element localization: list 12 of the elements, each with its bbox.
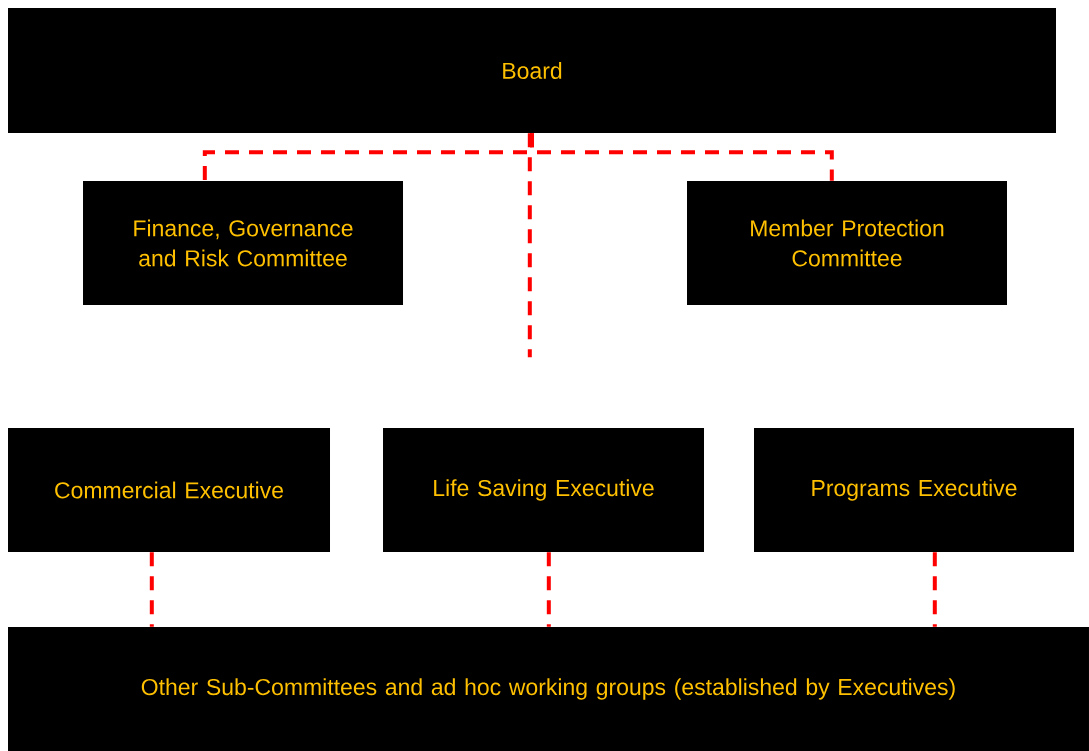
- org-box: Member Protection Committee: [687, 181, 1007, 305]
- connector-line: [527, 133, 532, 358]
- org-box: Other Sub-Committees and ad hoc working groups (established by Executives): [8, 627, 1089, 751]
- connector-line: [546, 552, 551, 627]
- org-box: Programs Executive: [754, 428, 1074, 552]
- org-box: Commercial Executive: [8, 428, 330, 552]
- connector-line: [530, 133, 834, 181]
- connector-line: [932, 552, 937, 627]
- connector-line: [149, 552, 154, 627]
- org-box: Finance, Governance and Risk Committee: [83, 181, 403, 305]
- org-box: Board: [8, 8, 1056, 133]
- org-box: Life Saving Executive: [383, 428, 704, 552]
